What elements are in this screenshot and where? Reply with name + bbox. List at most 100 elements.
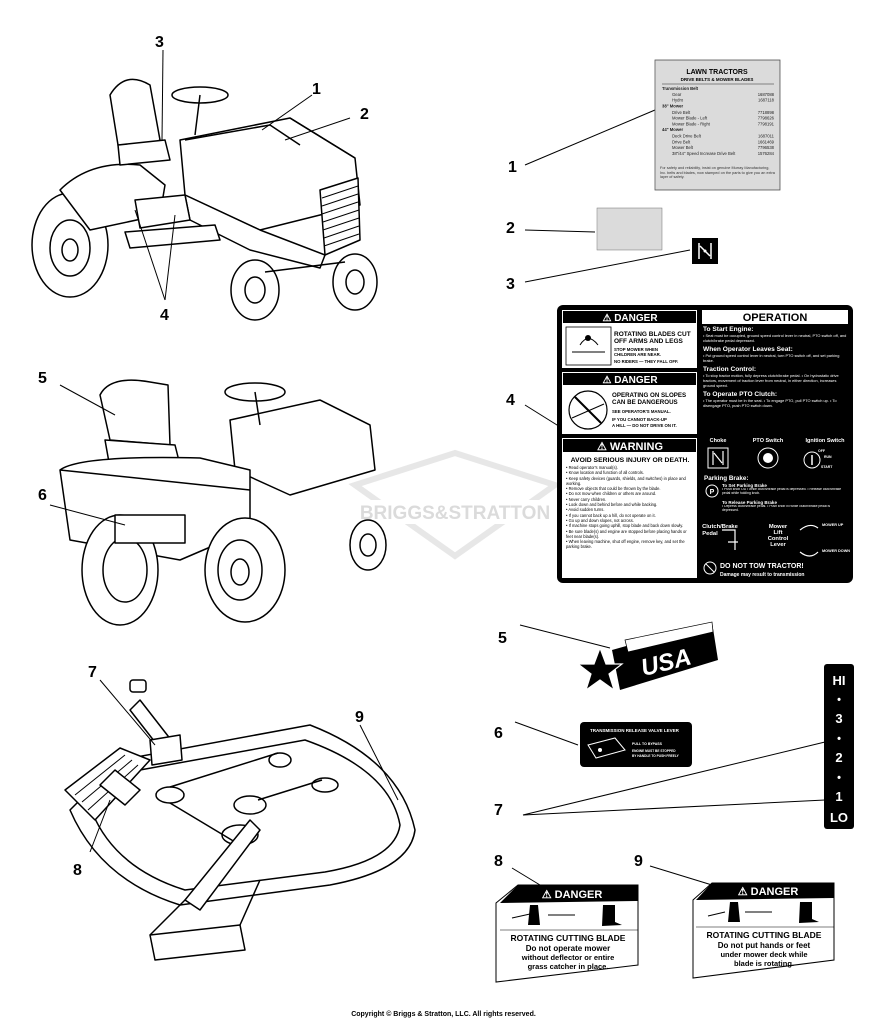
danger2-sub1: SEE OPERATOR'S MANUAL. bbox=[612, 409, 671, 414]
decal-8-word: ⚠ DANGER bbox=[542, 889, 603, 901]
danger1-sub2: CHILDREN ARE NEAR. bbox=[614, 352, 661, 357]
callout-2-left: 2 bbox=[360, 106, 369, 123]
warning-item: • Avoid sudden turns. bbox=[566, 507, 605, 513]
mower-up: MOWER UP bbox=[822, 523, 844, 527]
decal-2-blank bbox=[596, 207, 663, 251]
parking-heading: Parking Brake: bbox=[704, 475, 748, 482]
svg-text:P: P bbox=[710, 489, 715, 496]
warning-item: • Be sure blade(s) and engine are stoppe… bbox=[566, 528, 687, 539]
callout-9-left: 9 bbox=[355, 709, 364, 726]
decal-1-belts-blades: LAWN TRACTORS DRIVE BELTS & MOWER BLADES… bbox=[654, 59, 781, 191]
pto-label: PTO Switch bbox=[753, 438, 784, 444]
callout-5-left: 5 bbox=[38, 370, 47, 387]
danger1-line2: OFF ARMS AND LEGS bbox=[614, 338, 684, 345]
speed-dot-2: • bbox=[837, 733, 841, 745]
operation-heading: To Operate PTO Clutch: bbox=[703, 391, 778, 399]
warning-item: • If machine stops going uphill, stop bl… bbox=[566, 523, 684, 529]
lever-icon bbox=[587, 737, 626, 759]
decal-4-operation: ⚠ DANGER ROTATING BLADES CUT OFF ARMS AN… bbox=[557, 305, 853, 583]
parking-release-text: • Depress clutch/brake pedal. • Push kno… bbox=[722, 505, 831, 512]
decal-1-row-label: Mower Blade - Right bbox=[672, 121, 711, 126]
lift-label-1: Mower bbox=[769, 524, 788, 530]
callout-7-left: 7 bbox=[88, 664, 97, 681]
warning-item: • If you cannot back up a hill, do not o… bbox=[566, 512, 656, 518]
decal-1-row-part: 1687011 bbox=[758, 134, 775, 139]
tractor-rear-view bbox=[59, 379, 387, 626]
callout-6-right: 6 bbox=[494, 725, 503, 742]
watermark: BRIGGS&STRATTON bbox=[345, 449, 565, 560]
warning-word: ⚠ WARNING bbox=[597, 441, 663, 453]
decal-9-line1: Do not put hands or feet bbox=[718, 941, 811, 950]
operation-title: OPERATION bbox=[743, 312, 808, 324]
ignition-icon bbox=[803, 451, 821, 469]
warning-items: • Read operator's manual(s).• Know locat… bbox=[566, 465, 694, 550]
decal-1-row-label: Deck Drive Belt bbox=[672, 134, 702, 139]
operation-heading: Traction Control: bbox=[703, 366, 757, 374]
callout-4-right: 4 bbox=[506, 392, 515, 409]
callout-9-right: 9 bbox=[634, 853, 643, 870]
danger1-word: ⚠ DANGER bbox=[602, 313, 658, 324]
warning-item: • Keep safety devices (guards, shields, … bbox=[566, 475, 686, 486]
warning-item: • When leaving machine, shut off engine,… bbox=[566, 539, 685, 550]
decal-9-line3: blade is rotating. bbox=[734, 959, 794, 968]
speed-dot-1: • bbox=[837, 694, 841, 706]
tow-warning: DO NOT TOW TRACTOR! bbox=[720, 563, 804, 570]
decal-1-row-part: 7718898 bbox=[758, 110, 775, 115]
decal-1-row-label: 44" Mower bbox=[662, 127, 683, 132]
mower-down: MOWER DOWN bbox=[822, 549, 850, 553]
decal-1-row-label: 38" Mower bbox=[662, 103, 683, 108]
lift-arrows-icon bbox=[799, 524, 819, 557]
decal-1-title: LAWN TRACTORS bbox=[686, 69, 748, 76]
callout-1-right: 1 bbox=[508, 159, 517, 176]
decal-9-line2: under mower deck while bbox=[720, 950, 807, 959]
decal-1-row-part: 7796538 bbox=[758, 145, 775, 150]
decal-8-line3: grass catcher in place. bbox=[528, 962, 609, 971]
hand-icon bbox=[728, 902, 740, 922]
lift-label-3: Control bbox=[768, 536, 789, 542]
decal-1-row-label: 38"/44" Speed Increase Drive Belt bbox=[672, 151, 736, 156]
callout-8-left: 8 bbox=[73, 862, 82, 879]
lift-label-2: Lift bbox=[773, 530, 782, 536]
callout-6-left: 6 bbox=[38, 487, 47, 504]
speed-hi: HI bbox=[833, 673, 846, 688]
danger2-word: ⚠ DANGER bbox=[602, 375, 658, 386]
speed-1: 1 bbox=[835, 789, 842, 804]
warning-item: • Remove objects that could be thrown by… bbox=[566, 486, 661, 492]
watermark-text: BRIGGS&STRATTON bbox=[360, 503, 550, 524]
parking-release: To Release Parking Brake bbox=[722, 500, 777, 505]
danger1-sub1: STOP MOWER WHEN bbox=[614, 347, 658, 352]
operation-text: • To stop tractor motion, fully depress … bbox=[703, 373, 839, 388]
callout-8-right: 8 bbox=[494, 853, 503, 870]
danger1-line1: ROTATING BLADES CUT bbox=[614, 331, 691, 338]
decal-8-title: ROTATING CUTTING BLADE bbox=[511, 933, 626, 943]
tow-sub: Damage may result to transmission bbox=[720, 572, 804, 578]
operation-text: • Put ground speed control lever in neut… bbox=[703, 353, 840, 363]
parking-icon bbox=[705, 484, 719, 498]
danger2-sub2: IF YOU CANNOT BACK-UP bbox=[612, 417, 667, 422]
decal-1-row-label: Hydro bbox=[672, 98, 684, 103]
callout-1-left: 1 bbox=[312, 81, 321, 98]
mower-deck bbox=[64, 679, 416, 961]
danger2-line1: OPERATING ON SLOPES bbox=[612, 392, 686, 399]
callout-2-right: 2 bbox=[506, 220, 515, 237]
speed-2: 2 bbox=[835, 750, 842, 765]
decal-1-row-label: Mower Belt bbox=[672, 145, 694, 150]
decal-9-title: ROTATING CUTTING BLADE bbox=[707, 930, 822, 940]
decal-1-row-part: 7798626 bbox=[758, 116, 775, 121]
operation-heading: When Operator Leaves Seat: bbox=[703, 346, 793, 354]
ign-start: START bbox=[821, 465, 833, 469]
boot-icon bbox=[799, 902, 819, 923]
decal-9-danger: ⚠ DANGER ROTATING CUTTING BLADE Do not p… bbox=[692, 882, 835, 979]
pedal-icon bbox=[722, 529, 738, 550]
decal-6-line1: PULL TO BYPASS bbox=[632, 742, 663, 746]
decal-1-row-label: Mower Blade - Left bbox=[672, 116, 708, 121]
decal-6-line2: ENGINE MUST BE STOPPED bbox=[632, 749, 676, 753]
pedal-label: Pedal bbox=[702, 531, 718, 537]
clutch-label: Clutch/Brake bbox=[702, 524, 739, 530]
speed-dot-3: • bbox=[837, 772, 841, 784]
warning-item: • Know location and function of all cont… bbox=[566, 470, 644, 476]
ign-run: RUN bbox=[824, 455, 832, 459]
decal-1-row-label: Transmission Belt bbox=[662, 86, 699, 91]
decal-1-row-part: 1687118 bbox=[758, 98, 775, 103]
decal-1-row-part: 1576284 bbox=[758, 151, 775, 156]
